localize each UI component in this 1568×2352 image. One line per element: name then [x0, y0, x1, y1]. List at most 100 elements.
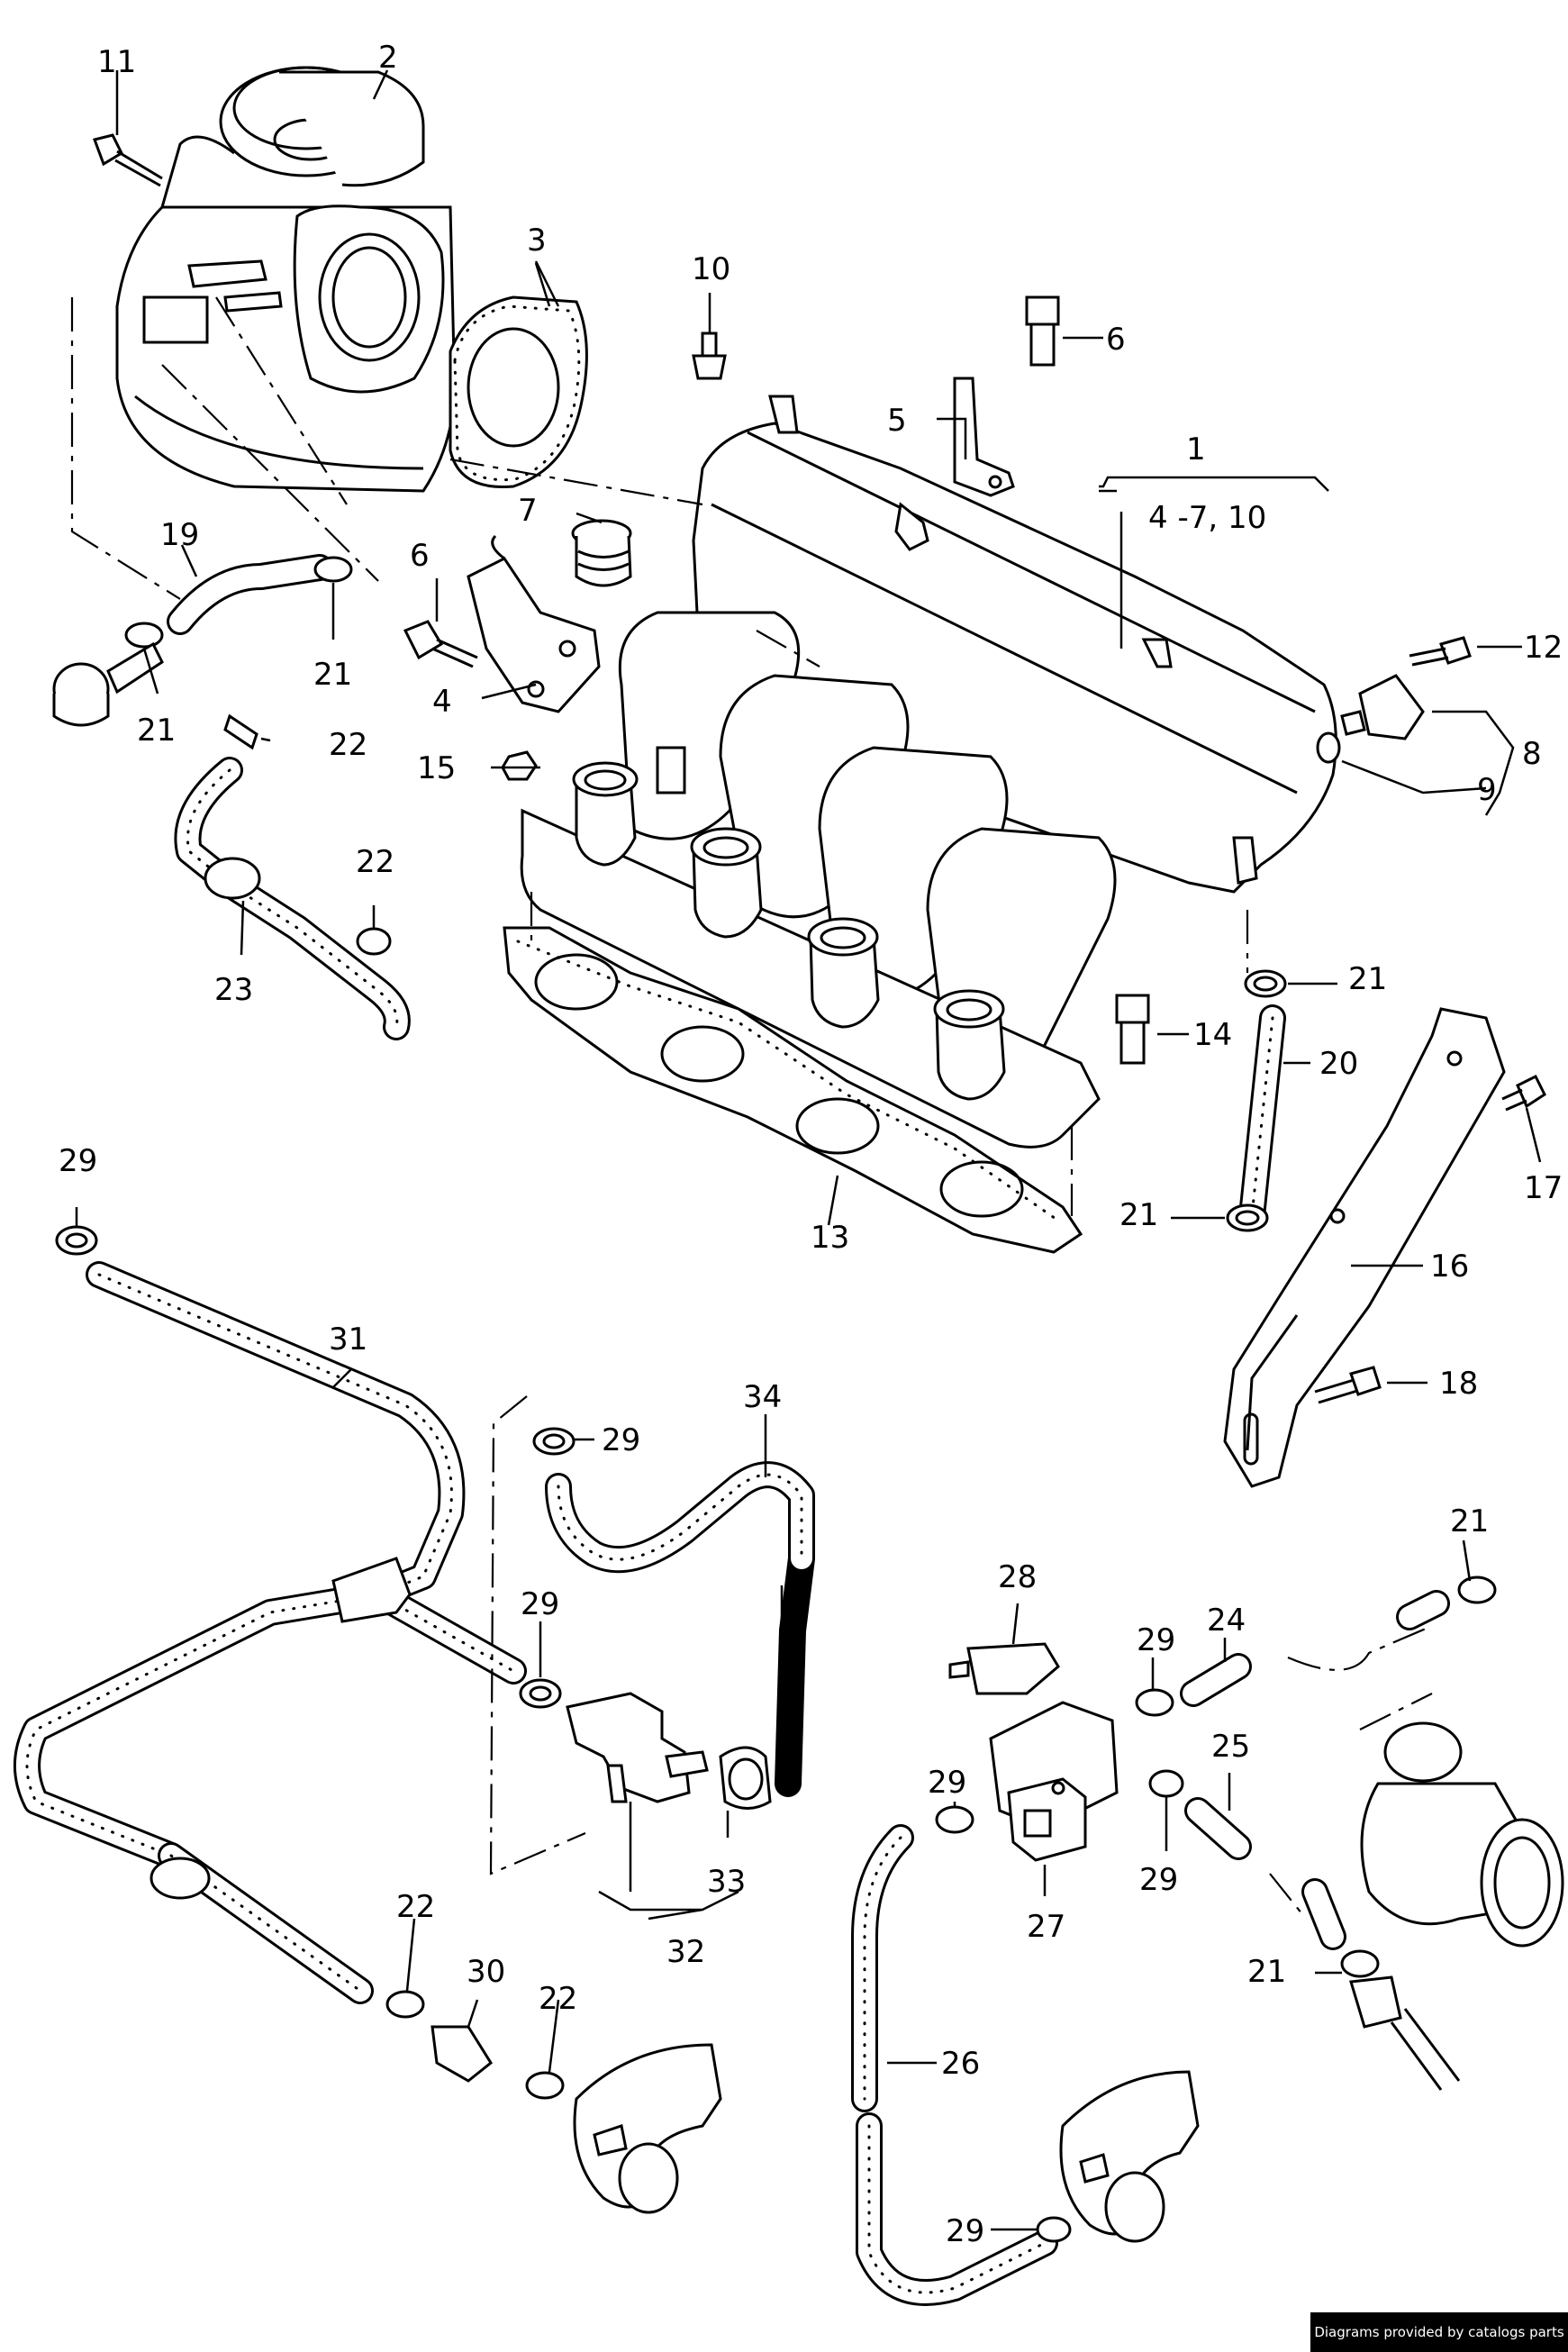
clamp-part-29-d — [1135, 1688, 1174, 1717]
label-31: 31 — [329, 1321, 367, 1358]
label-4: 4 — [432, 684, 452, 720]
hose-short-21 — [1301, 1590, 1450, 1950]
bolt-part-12 — [1409, 636, 1472, 667]
clamp-part-29-f — [935, 1805, 974, 1834]
label-6-left: 6 — [410, 538, 430, 574]
intake-port-1 — [572, 761, 639, 867]
clamp-part-33 — [719, 1746, 772, 1810]
intake-elbow-left — [573, 2043, 722, 2214]
label-34: 34 — [743, 1379, 782, 1415]
support-bracket-part-16 — [1223, 1007, 1506, 1488]
label-32: 32 — [666, 1934, 705, 1970]
intake-port-2 — [690, 827, 763, 939]
clamp-part-22-d — [525, 2071, 565, 2100]
hose-part-34 — [545, 1461, 815, 1797]
hose-part-24 — [1180, 1653, 1252, 1707]
label-25: 25 — [1211, 1729, 1250, 1765]
hose-part-20 — [1238, 1004, 1286, 1230]
throttle-body-part-2 — [115, 66, 457, 493]
label-29-mid-a: 29 — [602, 1422, 640, 1458]
label-7: 7 — [518, 493, 538, 529]
label-22-top: 22 — [329, 727, 367, 763]
hose-branch-lower — [158, 1581, 527, 2004]
solenoid-valve-part-32 — [566, 1692, 709, 1803]
label-21-left-a: 21 — [313, 657, 352, 693]
assembly-lines — [70, 296, 1433, 1920]
label-3: 3 — [527, 222, 547, 259]
label-1-sub: 4 -7, 10 — [1148, 500, 1266, 536]
bolt-part-17 — [1501, 1074, 1546, 1112]
sensor-part-8 — [1340, 674, 1425, 740]
bracket-part-4 — [467, 534, 601, 713]
turbocharger — [1349, 1721, 1564, 2091]
label-23: 23 — [214, 972, 253, 1008]
label-29-right-a: 29 — [1137, 1622, 1175, 1658]
label-22-bottom-b: 22 — [539, 1981, 577, 2017]
clamp-part-29-b — [532, 1427, 576, 1456]
label-16: 16 — [1430, 1249, 1469, 1285]
clamp-part-22-b — [356, 927, 392, 956]
hose-part-25 — [1184, 1797, 1252, 1860]
o-ring-part-9 — [1316, 731, 1341, 764]
label-21-right-b: 21 — [1119, 1197, 1158, 1233]
clamp-part-29-a — [55, 1225, 98, 1256]
label-18: 18 — [1439, 1366, 1478, 1402]
clamp-part-21-f — [1340, 1949, 1380, 1978]
label-21-lower-right: 21 — [1450, 1503, 1489, 1539]
label-9: 9 — [1477, 772, 1497, 808]
label-24: 24 — [1207, 1603, 1246, 1639]
nut-part-15 — [501, 750, 538, 781]
clamp-part-29-c — [519, 1678, 562, 1709]
label-11: 11 — [97, 44, 136, 80]
label-13: 13 — [811, 1220, 849, 1256]
clamp-part-21-e — [1457, 1576, 1497, 1604]
clamp-part-21-d — [124, 622, 164, 649]
bracket-part-5 — [953, 377, 1015, 497]
label-29-mid-b: 29 — [521, 1586, 559, 1622]
label-30: 30 — [467, 1954, 505, 1990]
label-19: 19 — [160, 517, 199, 553]
label-29-right-c: 29 — [1139, 1862, 1178, 1898]
label-6-right: 6 — [1106, 322, 1126, 358]
label-10: 10 — [692, 251, 730, 287]
label-12: 12 — [1524, 630, 1563, 666]
label-8: 8 — [1522, 736, 1542, 772]
hose-part-31 — [14, 1261, 466, 1869]
cap-part-7 — [571, 519, 632, 587]
label-20: 20 — [1319, 1046, 1358, 1082]
label-15: 15 — [417, 750, 456, 786]
bolt-part-6-left — [403, 620, 478, 668]
vacuum-valve-left — [52, 641, 164, 727]
stud-part-10 — [692, 293, 727, 380]
connector-part-30 — [431, 2025, 493, 2083]
tee-part-22-a — [223, 713, 258, 750]
gasket-part-3 — [449, 260, 588, 488]
clamp-part-21-c — [313, 556, 353, 583]
label-29-bottom: 29 — [946, 2213, 984, 2249]
label-21-bottom-right: 21 — [1247, 1954, 1286, 1990]
manifold-gasket-part-13 — [503, 926, 1083, 1254]
label-22-bottom-a: 22 — [396, 1889, 435, 1925]
bolt-part-11 — [93, 70, 163, 187]
hose-part-23 — [174, 757, 411, 1040]
intake-port-3 — [807, 917, 880, 1029]
sensor-part-28 — [948, 1642, 1060, 1695]
bolt-part-18 — [1314, 1366, 1382, 1404]
control-unit-part-27 — [989, 1701, 1119, 1862]
label-28: 28 — [998, 1559, 1037, 1595]
label-21-left-b: 21 — [137, 713, 176, 749]
inline-valve-31 — [150, 1857, 211, 1900]
label-2: 2 — [378, 40, 398, 76]
clamp-part-22-c — [385, 1990, 425, 2019]
label-14: 14 — [1193, 1017, 1232, 1053]
leader-lines — [75, 69, 1542, 2231]
label-29-right-b: 29 — [928, 1765, 966, 1801]
part-labels: 11 2 3 10 6 5 1 4 -7, 10 7 19 6 12 21 4 … — [59, 40, 1563, 2249]
label-33: 33 — [707, 1864, 746, 1900]
diagram-credit-footer: Diagrams provided by catalogs parts — [1310, 2312, 1568, 2352]
label-29-top: 29 — [59, 1143, 97, 1179]
label-5: 5 — [887, 403, 907, 439]
intake-port-4 — [933, 989, 1006, 1101]
hose-part-26 — [851, 1824, 1058, 2306]
